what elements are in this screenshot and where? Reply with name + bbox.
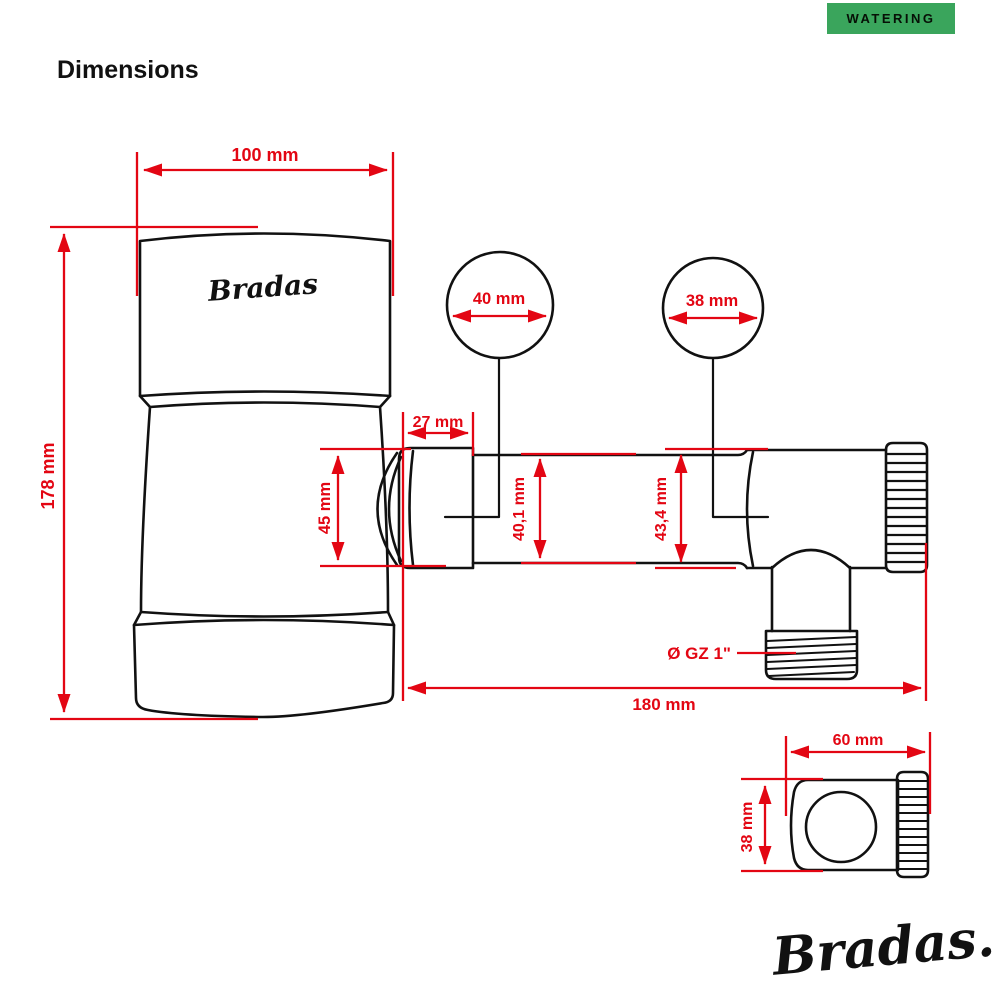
product-engraving: Bradas	[206, 267, 319, 308]
dim-43-4mm-label: 43,4 mm	[653, 477, 670, 541]
tank-joint-top	[138, 394, 392, 409]
dim-38mm-side-label: 38 mm	[739, 802, 756, 853]
sideview-knob	[895, 770, 930, 879]
ext-27mm	[401, 412, 475, 701]
sideview-body	[789, 778, 900, 872]
sideview-bore	[804, 790, 878, 864]
outlet-dome	[376, 451, 403, 567]
ext-40-1mm	[521, 452, 636, 565]
tank-cap	[138, 232, 392, 398]
tank-joint-bottom	[132, 610, 396, 627]
dim-45mm-label: 45 mm	[316, 482, 334, 534]
dim-180mm-label: 180 mm	[632, 695, 695, 714]
category-badge: WATERING	[827, 3, 955, 34]
branch-sides	[770, 565, 852, 633]
knob	[884, 441, 929, 574]
detail-leader-left	[443, 356, 501, 519]
ext-60mm	[784, 732, 932, 816]
ext-38mm-side	[741, 777, 823, 873]
collar-inner-curve	[408, 449, 415, 567]
thread-block	[764, 629, 859, 681]
ext-100mm	[135, 152, 395, 296]
ext-178mm	[50, 225, 258, 721]
dim-gz1-label: Ø GZ 1"	[667, 644, 731, 663]
brand-logo: Bradas.	[768, 907, 997, 987]
detail-leader-right	[711, 356, 770, 519]
product-outline	[132, 232, 930, 879]
sideview-knob-ridges	[897, 780, 928, 870]
branch-shoulder	[770, 548, 852, 570]
knob-ridges	[885, 452, 928, 564]
ext-45mm	[320, 447, 446, 568]
dim-40-1mm-label: 40,1 mm	[511, 477, 528, 541]
tank-base	[132, 618, 396, 719]
dim-100mm-label: 100 mm	[231, 145, 298, 165]
dim-27mm-label: 27 mm	[413, 414, 464, 431]
thread-ridges	[766, 636, 857, 677]
dim-40mm-label: 40 mm	[473, 290, 525, 308]
dim-178mm-label: 178 mm	[38, 442, 58, 509]
valve-body	[745, 448, 888, 570]
ext-43-4mm	[655, 447, 768, 570]
valve-body-left-curve	[745, 450, 755, 568]
dimension-lines	[50, 152, 932, 873]
dim-38mm-label: 38 mm	[686, 292, 738, 310]
page-title: Dimensions	[57, 56, 199, 84]
tank-body	[139, 401, 390, 618]
dim-60mm-label: 60 mm	[833, 732, 884, 749]
